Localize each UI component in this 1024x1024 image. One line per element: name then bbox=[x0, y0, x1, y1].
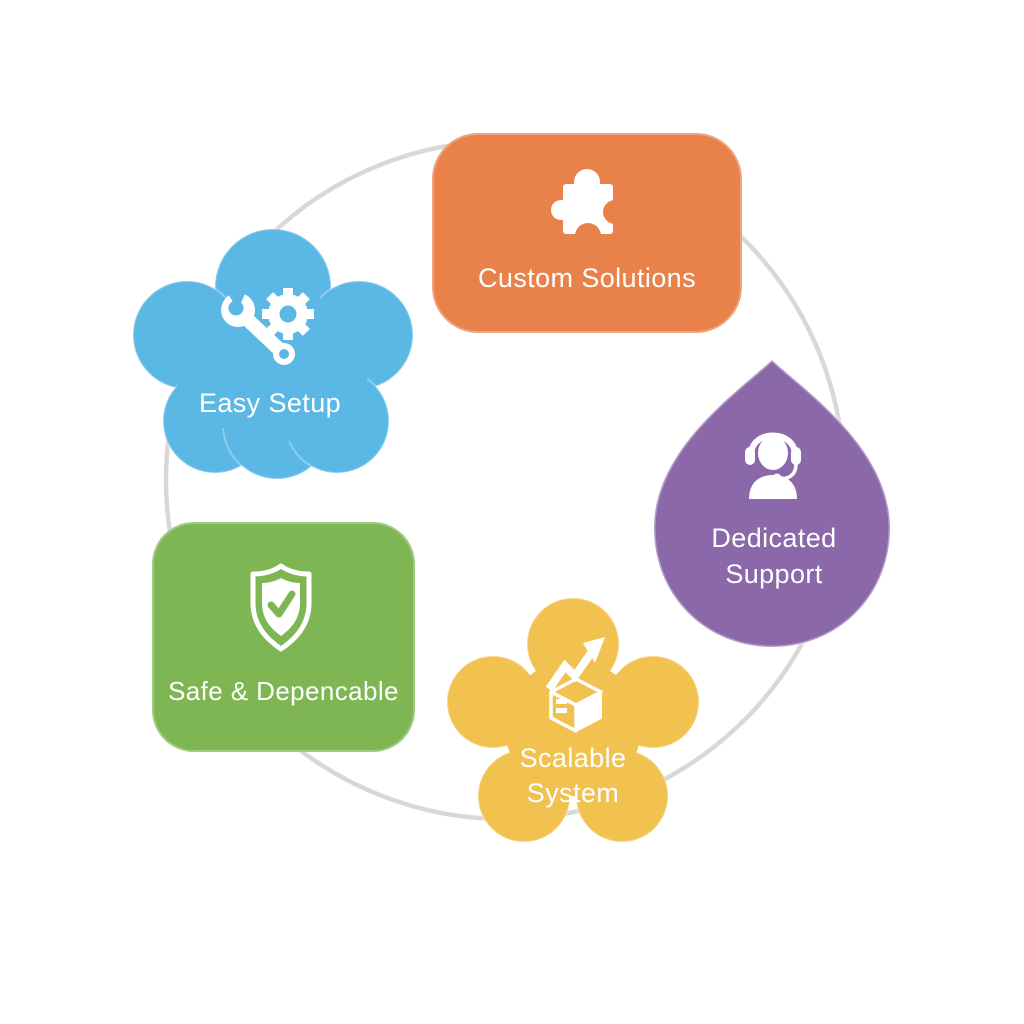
node-label-easy-setup: Easy Setup bbox=[198, 388, 342, 418]
node-label-custom-solutions: Custom Solutions bbox=[478, 263, 696, 293]
node-label-scalable-system: Scalable System bbox=[519, 743, 627, 808]
node-easy-setup bbox=[132, 228, 414, 480]
node-scalable-system bbox=[446, 598, 700, 843]
node-label-safe-dependable: Safe & Depencable bbox=[168, 676, 399, 706]
puzzle-icon bbox=[551, 169, 627, 248]
box-growth-icon bbox=[545, 637, 605, 733]
wrench-gear-icon bbox=[221, 282, 314, 365]
shield-check-icon bbox=[250, 563, 312, 652]
node-label-dedicated-support: Dedicated Support bbox=[711, 523, 837, 589]
node-dedicated-support bbox=[654, 357, 892, 649]
node-custom-solutions bbox=[432, 133, 742, 333]
headset-icon bbox=[745, 432, 801, 499]
node-safe-dependable bbox=[152, 522, 415, 752]
